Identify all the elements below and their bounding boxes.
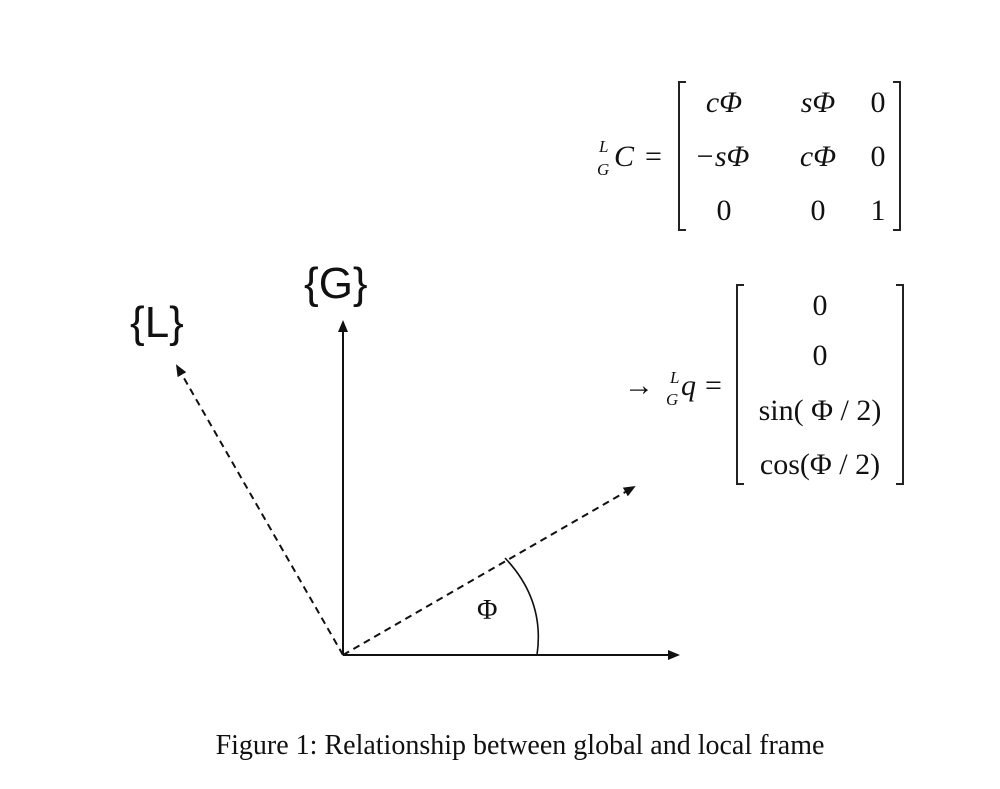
quaternion-equals: = bbox=[705, 369, 722, 402]
local-x-axis bbox=[342, 486, 636, 656]
quaternion-entry: 0 bbox=[813, 339, 828, 372]
quaternion-arrow: → bbox=[624, 369, 654, 402]
quaternion-entry: 0 bbox=[813, 289, 828, 322]
quaternion-left-bracket bbox=[736, 284, 744, 485]
dcm-cell: 1 bbox=[871, 194, 886, 227]
local-y-axis bbox=[176, 364, 344, 656]
angle-label: Φ bbox=[477, 595, 497, 626]
quaternion-equation: → L G q = 0 0 sin( Φ / 2) cos(Φ / 2) bbox=[624, 284, 904, 485]
angle-arc bbox=[504, 557, 540, 656]
dcm-cell: cΦ bbox=[706, 86, 742, 119]
dcm-equals: = bbox=[645, 140, 662, 173]
dcm-cell: 0 bbox=[717, 194, 732, 227]
global-frame-label: {G} bbox=[304, 259, 368, 308]
local-frame-label: {L} bbox=[130, 298, 184, 347]
quaternion-subscript: G bbox=[666, 390, 678, 409]
dcm-cell: 0 bbox=[811, 194, 826, 227]
dcm-subscript: G bbox=[597, 160, 609, 179]
dcm-equation: L G C = cΦ sΦ 0 −sΦ cΦ 0 0 0 1 bbox=[597, 81, 901, 231]
dcm-cell: cΦ bbox=[800, 140, 836, 173]
figure-caption: Figure 1: Relationship between global an… bbox=[215, 730, 825, 761]
dcm-symbol: C bbox=[614, 140, 635, 173]
dcm-cell: 0 bbox=[871, 140, 886, 173]
quaternion-entry: cos(Φ / 2) bbox=[760, 448, 880, 481]
quaternion-symbol: q bbox=[681, 369, 696, 402]
quaternion-right-bracket bbox=[896, 284, 904, 485]
dcm-right-bracket bbox=[893, 81, 901, 231]
quaternion-superscript: L bbox=[669, 368, 679, 387]
quaternion-entry: sin( Φ / 2) bbox=[759, 394, 882, 427]
dcm-cell: −sΦ bbox=[695, 140, 750, 173]
dcm-cell: sΦ bbox=[801, 86, 836, 119]
dcm-cell: 0 bbox=[871, 86, 886, 119]
dcm-superscript: L bbox=[598, 137, 608, 156]
dcm-left-bracket bbox=[678, 81, 686, 231]
